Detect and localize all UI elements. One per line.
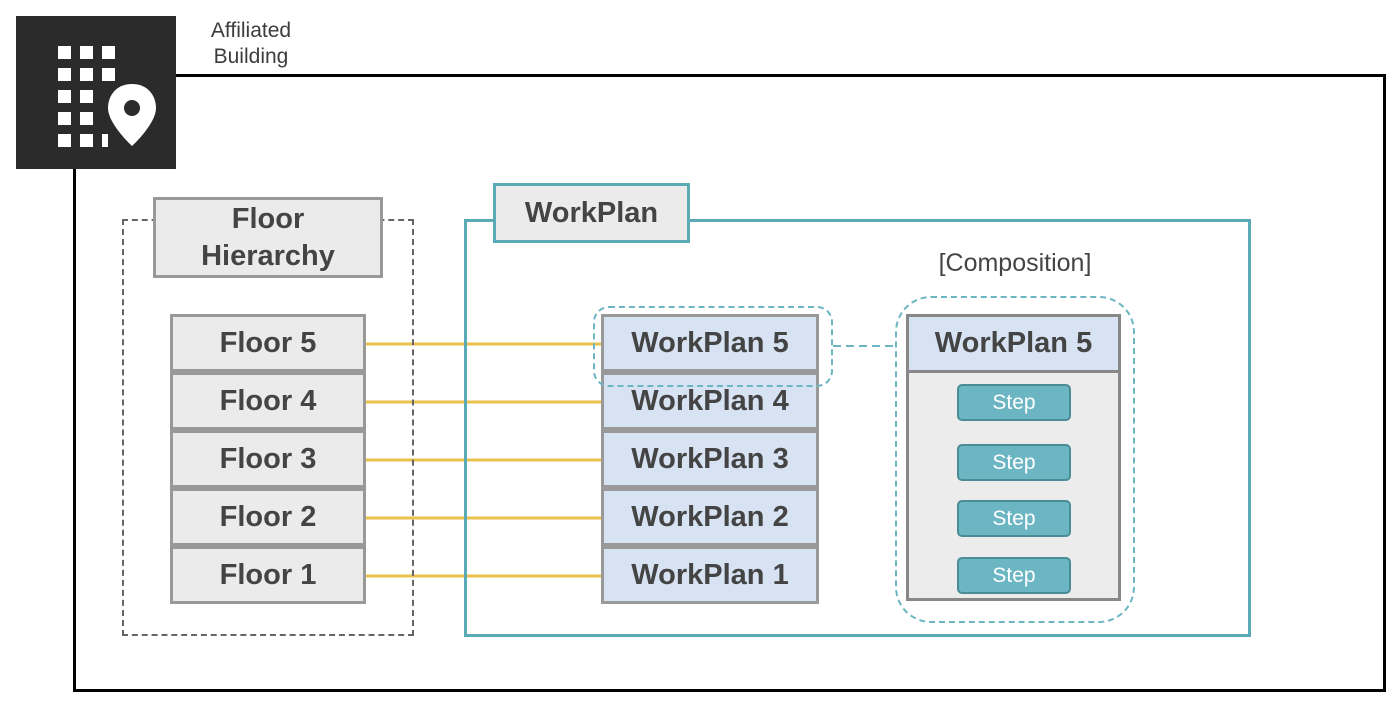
floor-5-box: Floor 5	[170, 314, 366, 372]
floor-hierarchy-title: Floor Hierarchy	[153, 197, 383, 278]
floor-2-box: Floor 2	[170, 488, 366, 546]
workplan-3-box: WorkPlan 3	[601, 430, 819, 488]
workplan-5-highlight	[593, 306, 833, 387]
composition-header: WorkPlan 5	[906, 314, 1121, 373]
step-box: Step	[957, 444, 1071, 481]
workplan-1-box: WorkPlan 1	[601, 546, 819, 604]
floor-1-box: Floor 1	[170, 546, 366, 604]
composition-highlight	[895, 296, 1135, 623]
building-location-icon	[16, 16, 176, 169]
step-box: Step	[957, 384, 1071, 421]
workplan-5-box: WorkPlan 5	[601, 314, 819, 372]
workplan-title: WorkPlan	[493, 183, 690, 243]
workplan-2-box: WorkPlan 2	[601, 488, 819, 546]
workplan-group	[464, 219, 1251, 637]
step-box: Step	[957, 500, 1071, 537]
step-box: Step	[957, 557, 1071, 594]
workplan-4-box: WorkPlan 4	[601, 372, 819, 430]
composition-label: [Composition]	[938, 249, 1092, 277]
floor-4-box: Floor 4	[170, 372, 366, 430]
floor-3-box: Floor 3	[170, 430, 366, 488]
building-frame	[73, 74, 1386, 692]
building-label: Affiliated Building	[210, 19, 292, 68]
